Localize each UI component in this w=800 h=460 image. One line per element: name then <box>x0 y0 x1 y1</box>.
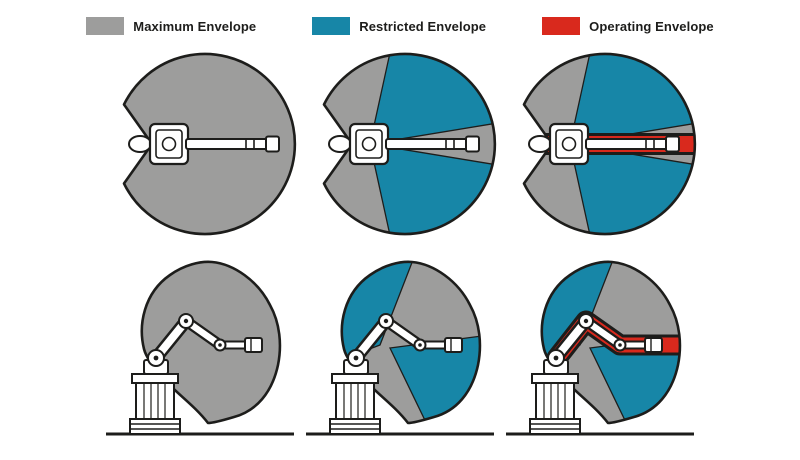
figure-side-maximum-envelope <box>100 260 300 442</box>
legend-item-restricted: Restricted Envelope <box>312 17 486 35</box>
legend-item-operating: Operating Envelope <box>542 17 714 35</box>
legend: Maximum Envelope Restricted Envelope Ope… <box>0 14 800 38</box>
figure-plan-operating-envelope <box>522 52 697 236</box>
legend-item-maximum: Maximum Envelope <box>86 17 256 35</box>
figure-side-restricted-envelope <box>300 260 500 442</box>
figure-side-operating-envelope <box>500 260 700 442</box>
operating-envelope-swatch <box>542 17 581 35</box>
operating-envelope-label: Operating Envelope <box>589 18 714 34</box>
restricted-envelope-label: Restricted Envelope <box>359 18 487 34</box>
maximum-envelope-swatch <box>86 17 125 35</box>
figure-plan-restricted-envelope <box>322 52 497 236</box>
restricted-envelope-swatch <box>312 17 351 35</box>
maximum-envelope-label: Maximum Envelope <box>133 18 257 34</box>
figure-plan-maximum-envelope <box>122 52 297 236</box>
plan-view-row <box>0 42 800 246</box>
side-view-row <box>0 252 800 442</box>
